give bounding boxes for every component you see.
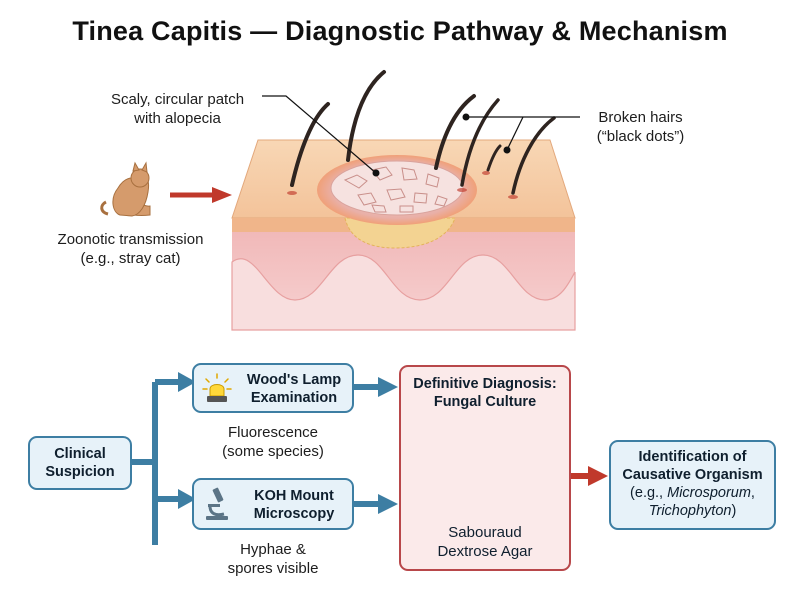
woods-lamp-box: Wood's Lamp Examination (192, 363, 354, 413)
detail-prefix: (e.g., (630, 485, 668, 501)
woods-title-line-1: Wood's Lamp (246, 372, 342, 388)
lamp-icon (202, 373, 232, 402)
zoonotic-label: Zoonotic transmission (e.g., stray cat) (38, 230, 223, 268)
detail-suffix: ) (731, 503, 737, 519)
detail-separator: , (750, 485, 755, 501)
hairs-leader-dot-2 (503, 146, 511, 154)
woods-title-line-2: Examination (250, 390, 338, 406)
koh-title-line-1: KOH Mount (254, 488, 334, 504)
woods-caption-line-1: Fluorescence (227, 424, 319, 441)
culture-title-line-1: Definitive Diagnosis: (413, 376, 557, 392)
hairs-label-line-1: Broken hairs (598, 109, 683, 126)
clinical-suspicion-box: Clinical Suspicion (28, 436, 132, 490)
hairs-leader-dot-1 (462, 113, 470, 121)
patch-scales (330, 160, 464, 216)
dermal-papillae (231, 254, 576, 331)
transmission-arrow (170, 187, 232, 203)
infiltration-zone (344, 217, 456, 249)
identification-title-line-1: Identification of (638, 449, 747, 465)
hair-shafts (290, 70, 556, 195)
clinical-line-1: Clinical (54, 446, 106, 462)
zoonotic-label-line-2: (e.g., stray cat) (80, 250, 181, 267)
woods-caption-line-2: (some species) (222, 443, 324, 460)
koh-caption-line-2: spores visible (227, 560, 319, 577)
identification-box: Identification of Causative Organism (e.… (609, 440, 776, 530)
koh-title-line-2: Microscopy (253, 506, 335, 522)
koh-mount-box: KOH Mount Microscopy (192, 478, 354, 530)
culture-caption-line-2: Dextrose Agar (437, 543, 533, 560)
culture-title-line-2: Fungal Culture (433, 394, 537, 410)
scale-flakes (343, 166, 448, 213)
fungal-culture-box: Definitive Diagnosis: Fungal Culture Sab… (399, 365, 571, 571)
identification-title-line-2: Causative Organism (622, 467, 763, 483)
patch-label: Scaly, circular patch with alopecia (90, 90, 265, 128)
woods-caption: Fluorescence (some species) (192, 423, 354, 461)
culture-caption-line-1: Sabouraud (448, 524, 522, 541)
koh-caption: Hyphae & spores visible (192, 540, 354, 578)
zoonotic-label-line-1: Zoonotic transmission (57, 231, 204, 248)
hairs-label: Broken hairs (“black dots”) (578, 108, 703, 146)
flow-arrowheads (178, 372, 398, 514)
result-arrow (568, 466, 608, 486)
page-title: Tinea Capitis — Diagnostic Pathway & Mec… (72, 16, 728, 46)
patch-leader-line (262, 95, 377, 174)
patch-label-line-1: Scaly, circular patch (110, 91, 245, 108)
clinical-line-2: Suspicion (45, 464, 115, 480)
skin-block (231, 70, 580, 331)
patch-label-line-2: with alopecia (134, 110, 221, 127)
organism-microsporum: Microsporum (667, 485, 751, 501)
koh-caption-line-1: Hyphae & (240, 541, 306, 558)
hairs-label-line-2: (“black dots”) (596, 128, 685, 145)
microscope-icon (206, 487, 228, 520)
patch-leader-dot (372, 169, 380, 177)
organism-trichophyton: Trichophyton (648, 503, 732, 519)
identification-detail: (e.g., Microsporum, Trichophyton) (611, 484, 774, 520)
flow-connectors (130, 379, 380, 545)
culture-caption: Sabouraud Dextrose Agar (401, 523, 569, 561)
cat-icon (100, 161, 151, 217)
hair-follicles (287, 171, 518, 199)
hairs-leader-branch (506, 116, 524, 151)
